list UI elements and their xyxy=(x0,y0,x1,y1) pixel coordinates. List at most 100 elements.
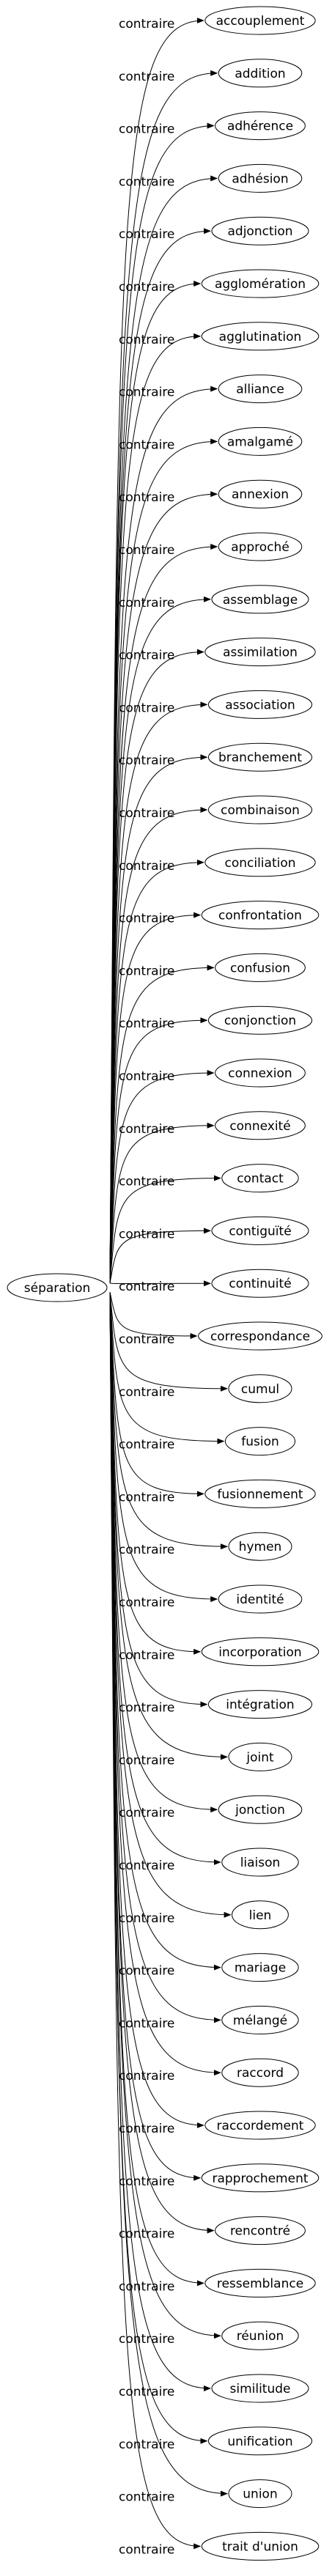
edge-label: contraire xyxy=(119,70,174,84)
target-node-shape xyxy=(218,532,303,561)
target-node-jonction[interactable]: jonction xyxy=(218,1795,303,1824)
edge-label: contraire xyxy=(119,1227,174,1241)
target-node-label: rapprochement xyxy=(212,2171,308,2186)
target-node-melange[interactable]: mélangé xyxy=(221,2005,299,2034)
target-node-mariage[interactable]: mariage xyxy=(221,1953,299,1982)
target-node-conjonction[interactable]: conjonction xyxy=(207,1005,313,1035)
target-node-label: correspondance xyxy=(210,1329,310,1344)
target-node-union[interactable]: union xyxy=(228,2479,292,2509)
target-node-incorporation[interactable]: incorporation xyxy=(201,1637,320,1667)
target-node-label: joint xyxy=(246,1750,274,1765)
edge-label: contraire xyxy=(119,1648,174,1663)
target-node-confusion[interactable]: confusion xyxy=(215,953,306,982)
target-node-reunion[interactable]: réunion xyxy=(221,2321,299,2350)
target-node-shape xyxy=(201,2163,320,2193)
target-node-shape xyxy=(198,1321,322,1351)
edge-confusion xyxy=(109,964,215,1284)
target-node-shape xyxy=(207,2426,313,2456)
target-node-shape xyxy=(228,2479,292,2509)
target-node-amalgame[interactable]: amalgamé xyxy=(218,427,303,456)
target-node-agglutination[interactable]: agglutination xyxy=(201,322,320,351)
edge-label: contraire xyxy=(119,1122,174,1137)
edge-label: contraire xyxy=(119,385,174,400)
target-node-shape xyxy=(207,1690,313,1719)
target-node-rencontre[interactable]: rencontré xyxy=(215,2216,306,2245)
target-node-shape xyxy=(207,1005,313,1035)
target-node-label: conjonction xyxy=(224,1014,296,1028)
edge-label: contraire xyxy=(119,1069,174,1084)
target-node-rapprochement[interactable]: rapprochement xyxy=(201,2163,320,2193)
target-node-label: branchement xyxy=(218,750,302,765)
edge-label: contraire xyxy=(119,2332,174,2347)
target-node-shape xyxy=(211,216,309,246)
edge-label: contraire xyxy=(119,859,174,874)
target-node-contiguite[interactable]: contiguïté xyxy=(211,1216,309,1245)
edge-contiguite xyxy=(109,1228,211,1284)
edge-combinaison xyxy=(109,807,208,1284)
target-node-raccordement[interactable]: raccordement xyxy=(204,2111,316,2140)
edge-label: contraire xyxy=(119,1016,174,1031)
target-node-accouplement[interactable]: accouplement xyxy=(204,6,316,35)
target-node-assemblage[interactable]: assemblage xyxy=(211,585,309,614)
target-node-trait-d-union[interactable]: trait d'union xyxy=(201,2531,320,2561)
target-node-shape xyxy=(207,742,313,772)
edge-label: contraire xyxy=(119,2385,174,2399)
target-node-branchement[interactable]: branchement xyxy=(207,742,313,772)
target-node-adhesion[interactable]: adhésion xyxy=(218,163,303,193)
target-node-label: identité xyxy=(236,1593,284,1607)
target-node-similitude[interactable]: similitude xyxy=(211,2374,309,2403)
target-node-adherence[interactable]: adhérence xyxy=(215,111,306,141)
target-node-assimilation[interactable]: assimilation xyxy=(204,638,316,667)
edge-raccord xyxy=(109,1291,221,2076)
target-node-hymen[interactable]: hymen xyxy=(228,1532,292,1561)
target-node-raccord[interactable]: raccord xyxy=(221,2058,299,2087)
target-node-continuite[interactable]: continuité xyxy=(211,1269,309,1298)
edge-conjonction xyxy=(109,1017,208,1284)
target-node-integration[interactable]: intégration xyxy=(207,1690,313,1719)
target-node-unification[interactable]: unification xyxy=(207,2426,313,2456)
target-node-association[interactable]: association xyxy=(207,690,313,719)
target-node-shape xyxy=(218,374,303,404)
edge-label: contraire xyxy=(119,227,174,242)
target-node-label: assemblage xyxy=(223,593,298,608)
target-node-shape xyxy=(224,1427,296,1456)
target-node-shape xyxy=(215,2216,306,2245)
target-node-connexion[interactable]: connexion xyxy=(215,1058,306,1088)
target-node-label: confusion xyxy=(230,961,290,975)
edge-branchement xyxy=(109,754,208,1284)
target-node-shape xyxy=(228,1374,292,1403)
target-node-fusionnement[interactable]: fusionnement xyxy=(204,1479,316,1508)
target-node-joint[interactable]: joint xyxy=(228,1742,292,1771)
edge-label: contraire xyxy=(119,2542,174,2557)
edge-label: contraire xyxy=(119,1543,174,1557)
target-node-ressemblance[interactable]: ressemblance xyxy=(204,2268,316,2298)
target-node-combinaison[interactable]: combinaison xyxy=(207,795,313,824)
target-node-label: fusion xyxy=(241,1435,279,1450)
target-node-correspondance[interactable]: correspondance xyxy=(198,1321,322,1351)
target-node-alliance[interactable]: alliance xyxy=(218,374,303,404)
edge-conciliation xyxy=(109,859,204,1284)
target-node-shape xyxy=(207,795,313,824)
target-node-identite[interactable]: identité xyxy=(218,1584,303,1614)
target-node-conciliation[interactable]: conciliation xyxy=(204,848,316,877)
target-node-annexion[interactable]: annexion xyxy=(218,479,303,509)
target-node-shape xyxy=(204,2111,316,2140)
target-node-adjonction[interactable]: adjonction xyxy=(211,216,309,246)
edge-label: contraire xyxy=(119,2437,174,2452)
target-node-contact[interactable]: contact xyxy=(221,1164,299,1193)
target-node-connexite[interactable]: connexité xyxy=(215,1111,306,1140)
target-node-cumul[interactable]: cumul xyxy=(228,1374,292,1403)
target-node-shape xyxy=(204,848,316,877)
target-node-agglomeration[interactable]: agglomération xyxy=(201,269,320,298)
target-node-liaison[interactable]: liaison xyxy=(221,1848,299,1877)
target-node-label: approché xyxy=(231,540,289,555)
target-node-addition[interactable]: addition xyxy=(218,59,303,88)
edge-label: contraire xyxy=(119,1753,174,1768)
target-node-confrontation[interactable]: confrontation xyxy=(201,901,320,930)
target-node-approche[interactable]: approché xyxy=(218,532,303,561)
edge-label: contraire xyxy=(119,1332,174,1347)
target-node-fusion[interactable]: fusion xyxy=(224,1427,296,1456)
target-node-label: confrontation xyxy=(218,909,302,923)
source-node[interactable]: séparation xyxy=(7,1273,108,1302)
target-node-lien[interactable]: lien xyxy=(232,1900,289,1930)
